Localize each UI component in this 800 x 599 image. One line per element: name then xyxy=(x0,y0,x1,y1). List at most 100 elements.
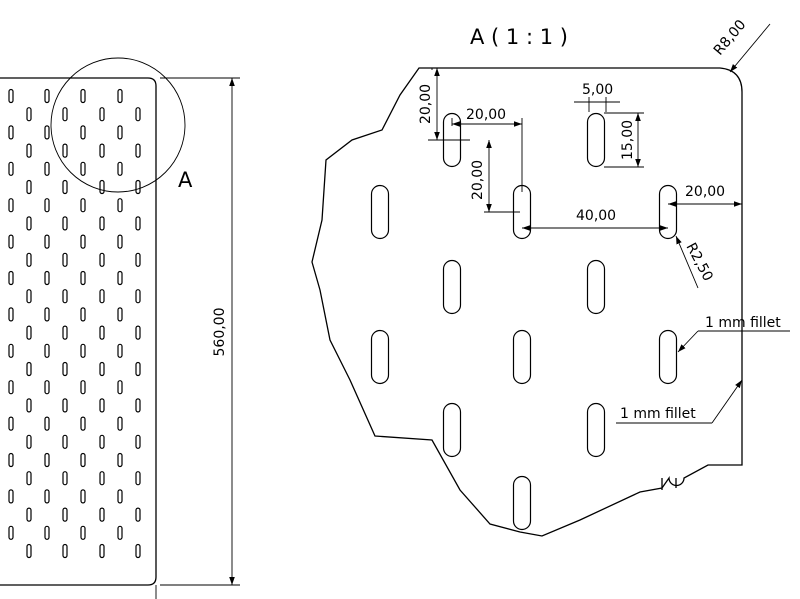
detail-slot-pattern xyxy=(370,112,678,531)
slot-hole xyxy=(117,161,123,176)
slot-hole xyxy=(99,543,105,559)
slot-hole xyxy=(62,325,68,340)
slot-hole xyxy=(135,361,141,377)
dim-slot-width-text: 5,00 xyxy=(582,82,613,98)
slot-hole xyxy=(135,107,141,122)
detail-view: A ( 1 : 1 ) 20,00 20,00 20,00 5,00 15,00… xyxy=(311,17,790,537)
slot-hole xyxy=(8,525,14,540)
slot-hole xyxy=(586,259,606,315)
slot-hole xyxy=(26,289,32,304)
slot-hole xyxy=(99,179,105,195)
dim-pitch-y-text: 20,00 xyxy=(470,160,486,200)
dim-edge-offset-y-text: 20,00 xyxy=(418,84,434,124)
slot-hole xyxy=(135,434,141,449)
slot-hole xyxy=(8,88,14,104)
leader-corner-radius xyxy=(729,23,771,73)
slot-hole xyxy=(80,489,86,504)
slot-hole xyxy=(44,270,50,286)
dim-pitch-x-text: 40,00 xyxy=(576,208,616,224)
slot-hole xyxy=(26,361,32,377)
slot-hole xyxy=(80,88,86,104)
slot-hole xyxy=(26,543,32,559)
slot-hole xyxy=(99,252,105,267)
slot-hole xyxy=(135,398,141,413)
slot-hole xyxy=(26,398,32,413)
slot-hole xyxy=(44,343,50,358)
slot-hole xyxy=(117,270,123,286)
dim-slot-length-text: 15,00 xyxy=(620,120,636,160)
slot-hole xyxy=(80,161,86,176)
slot-hole xyxy=(135,507,141,522)
slot-hole xyxy=(99,398,105,413)
slot-hole xyxy=(80,343,86,358)
slot-hole xyxy=(8,452,14,468)
leader-slot-radius xyxy=(675,235,699,289)
slot-hole xyxy=(26,252,32,267)
slot-hole xyxy=(135,143,141,158)
slot-hole xyxy=(99,289,105,304)
slot-hole xyxy=(80,307,86,322)
slot-hole xyxy=(62,289,68,304)
slot-hole xyxy=(117,88,123,104)
slot-hole xyxy=(117,125,123,140)
main-view: A 560,00 xyxy=(0,57,240,599)
slot-hole xyxy=(62,216,68,231)
main-slot-pattern xyxy=(8,88,141,559)
leader-fillet-upper xyxy=(677,330,699,353)
slot-hole xyxy=(99,507,105,522)
note-fillet-lower: 1 mm fillet xyxy=(620,406,696,422)
slot-hole xyxy=(117,380,123,395)
slot-hole xyxy=(44,525,50,540)
slot-hole xyxy=(62,398,68,413)
slot-hole xyxy=(8,198,14,213)
slot-hole xyxy=(99,107,105,122)
slot-hole xyxy=(44,489,50,504)
slot-hole xyxy=(135,179,141,195)
slot-hole xyxy=(135,252,141,267)
slot-hole xyxy=(99,325,105,340)
slot-hole xyxy=(44,452,50,468)
slot-hole xyxy=(80,525,86,540)
slot-hole xyxy=(512,329,532,385)
slot-hole xyxy=(62,252,68,267)
slot-hole xyxy=(8,416,14,431)
slot-hole xyxy=(44,380,50,395)
leader-fillet-lower xyxy=(711,379,743,424)
slot-hole xyxy=(44,416,50,431)
slot-hole xyxy=(62,361,68,377)
slot-hole xyxy=(62,107,68,122)
slot-hole xyxy=(99,143,105,158)
slot-hole xyxy=(117,198,123,213)
slot-hole xyxy=(26,179,32,195)
slot-hole xyxy=(80,452,86,468)
slot-hole xyxy=(26,143,32,158)
slot-hole xyxy=(26,216,32,231)
slot-hole xyxy=(99,216,105,231)
slot-hole xyxy=(135,543,141,559)
slot-hole xyxy=(99,361,105,377)
slot-hole xyxy=(117,234,123,249)
slot-hole xyxy=(658,329,678,385)
slot-hole xyxy=(117,452,123,468)
slot-hole xyxy=(62,543,68,559)
detail-marker: A xyxy=(178,168,193,192)
slot-hole xyxy=(80,234,86,249)
slot-hole xyxy=(512,475,532,531)
note-fillet-upper: 1 mm fillet xyxy=(705,315,781,331)
slot-hole xyxy=(135,289,141,304)
slot-hole xyxy=(135,471,141,486)
detail-title: A ( 1 : 1 ) xyxy=(470,25,568,49)
slot-hole xyxy=(62,471,68,486)
slot-hole xyxy=(586,112,606,168)
dim-pitch-x-half-text: 20,00 xyxy=(466,107,506,123)
slot-hole xyxy=(44,234,50,249)
slot-hole xyxy=(44,88,50,104)
slot-hole xyxy=(370,329,390,385)
slot-hole xyxy=(80,125,86,140)
dim-corner-radius-text: R8,00 xyxy=(711,17,750,59)
slot-hole xyxy=(44,161,50,176)
slot-hole xyxy=(117,416,123,431)
slot-hole xyxy=(62,143,68,158)
slot-hole xyxy=(117,307,123,322)
